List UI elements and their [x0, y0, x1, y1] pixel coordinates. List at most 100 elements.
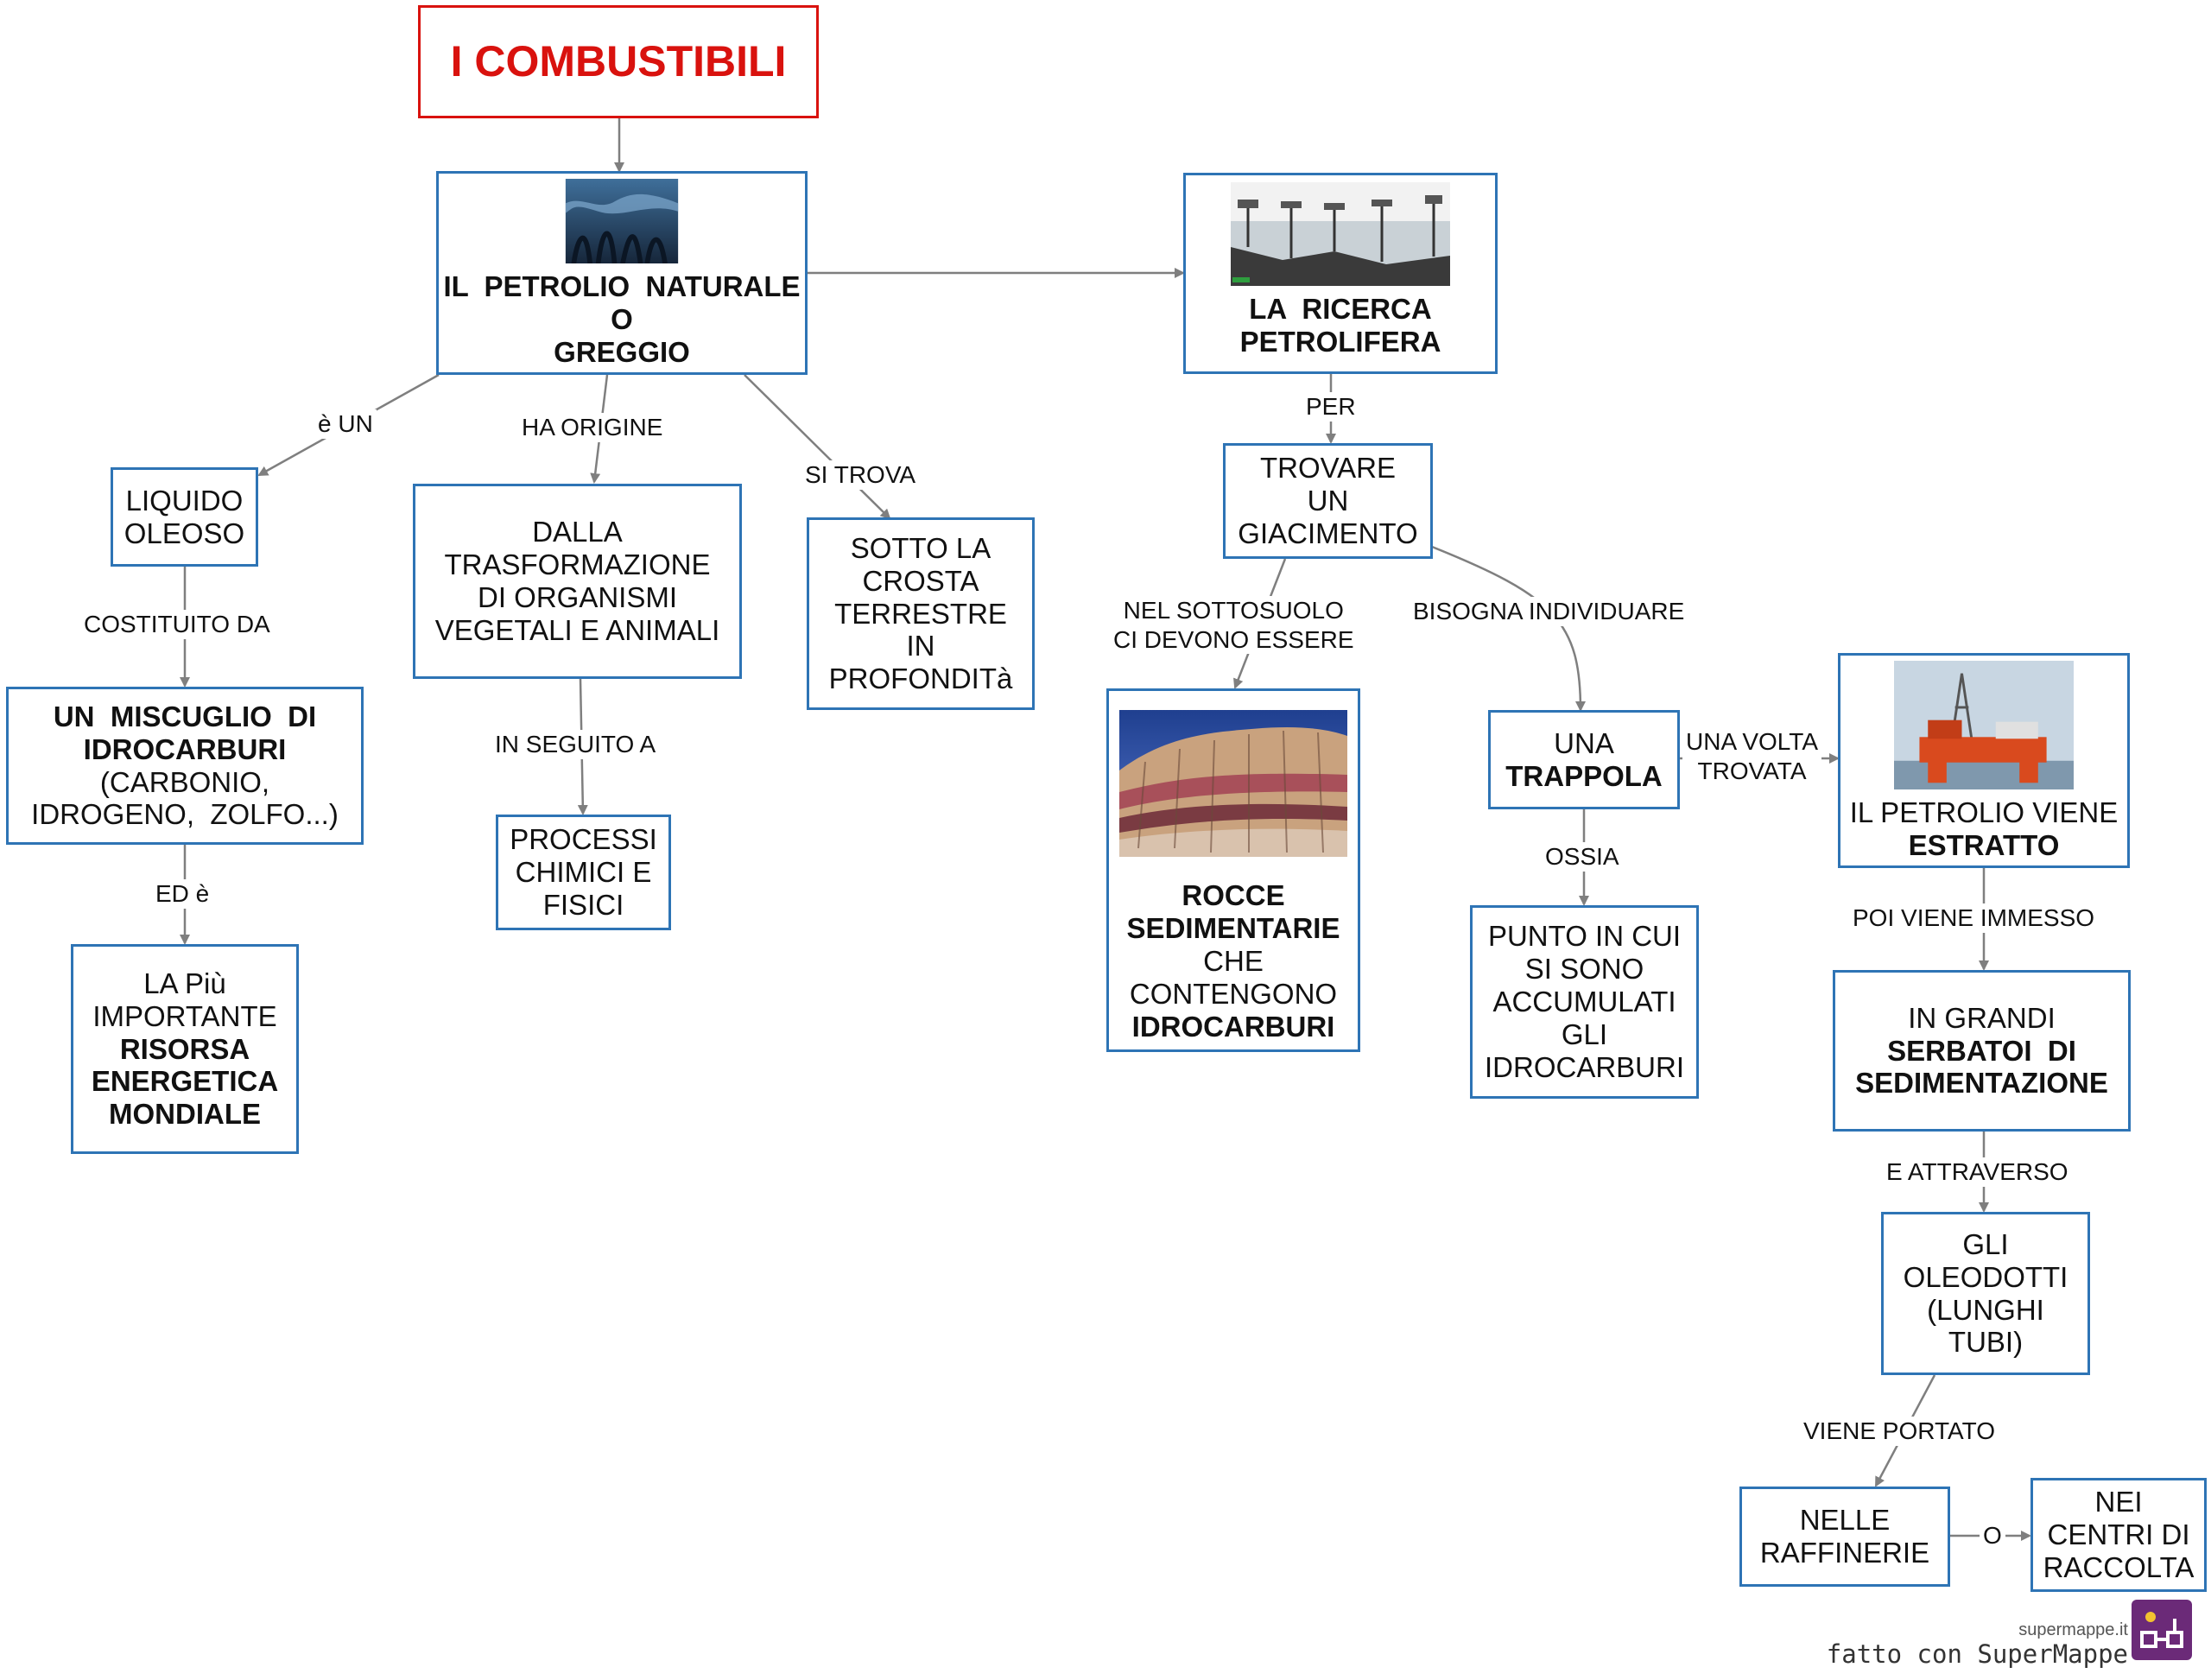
- node-punto: PUNTO IN CUI SI SONO ACCUMULATI GLI IDRO…: [1470, 905, 1699, 1099]
- oleodotti-line3: (LUNGHI: [1927, 1293, 2044, 1326]
- node-estratto: IL PETROLIO VIENE ESTRATTO: [1838, 653, 2130, 868]
- label-e-un: è UN: [314, 409, 377, 439]
- giacimento-line1: TROVARE: [1259, 452, 1397, 485]
- node-ricerca: LA RICERCA PETROLIFERA: [1183, 173, 1498, 374]
- node-processi: PROCESSI CHIMICI E FISICI: [496, 815, 671, 930]
- oil-texture-image: [565, 179, 679, 264]
- crosta-line4: IN: [906, 630, 935, 662]
- estratto-line1: IL PETROLIO VIENE: [1849, 796, 2119, 829]
- node-oleodotti: GLI OLEODOTTI (LUNGHI TUBI): [1881, 1212, 2090, 1375]
- watermark-site: supermappe.it: [2018, 1620, 2128, 1639]
- node-raffinerie: NELLE RAFFINERIE: [1739, 1487, 1950, 1587]
- risorsa-line2: IMPORTANTE: [92, 999, 277, 1032]
- miscuglio-line3: (CARBONIO,: [99, 765, 270, 798]
- supermappe-logo-glyph-icon: [2140, 1612, 2183, 1648]
- label-poi-viene-immesso: POI VIENE IMMESSO: [1849, 903, 2099, 933]
- crosta-line5: PROFONDITà: [828, 662, 1013, 695]
- title-text: I COMBUSTIBILI: [450, 36, 787, 86]
- label-nel-sottosuolo-line1: NEL SOTTOSUOLO: [1123, 597, 1344, 624]
- ricerca-line2: PETROLIFERA: [1239, 325, 1441, 358]
- punto-line4: GLI: [1561, 1018, 1608, 1050]
- trasformazione-line4: VEGETALI E ANIMALI: [434, 613, 720, 646]
- serbatoi-line1: IN GRANDI: [1908, 1001, 2056, 1034]
- node-centri: NEI CENTRI DI RACCOLTA: [2030, 1478, 2207, 1592]
- rocce-line3: CHE: [1203, 944, 1264, 977]
- label-o: O: [1980, 1521, 2005, 1550]
- node-petrolio: IL PETROLIO NATURALE O GREGGIO: [436, 171, 808, 375]
- oleodotti-line4: TUBI): [1948, 1326, 2024, 1359]
- label-una-volta-line1: UNA VOLTA: [1686, 728, 1819, 755]
- node-crosta: SOTTO LA CROSTA TERRESTRE IN PROFONDITà: [807, 517, 1035, 710]
- trasformazione-line2: TRASFORMAZIONE: [444, 548, 711, 581]
- trasformazione-line1: DALLA: [532, 516, 623, 548]
- punto-line1: PUNTO IN CUI: [1487, 920, 1682, 953]
- node-serbatoi: IN GRANDI SERBATOI DI SEDIMENTAZIONE: [1833, 970, 2131, 1132]
- processi-line3: FISICI: [542, 888, 624, 921]
- punto-line5: IDROCARBURI: [1484, 1050, 1685, 1083]
- label-nel-sottosuolo: NEL SOTTOSUOLO CI DEVONO ESSERE: [1110, 596, 1358, 655]
- label-per: PER: [1302, 392, 1359, 422]
- centri-line3: RACCOLTA: [2043, 1550, 2195, 1583]
- punto-line2: SI SONO: [1524, 953, 1644, 986]
- crosta-line1: SOTTO LA: [850, 531, 991, 564]
- label-bisogna-individuare: BISOGNA INDIVIDUARE: [1410, 597, 1688, 626]
- centri-line1: NEI: [2094, 1486, 2143, 1518]
- petrolio-line3: GREGGIO: [554, 336, 690, 369]
- risorsa-line4: ENERGETICA: [91, 1065, 279, 1098]
- risorsa-line5: MONDIALE: [109, 1098, 261, 1131]
- trasformazione-line3: DI ORGANISMI: [477, 581, 678, 613]
- crosta-line2: CROSTA: [862, 564, 979, 597]
- centri-line2: CENTRI DI: [2047, 1518, 2190, 1551]
- node-giacimento: TROVARE UN GIACIMENTO: [1223, 443, 1433, 559]
- estratto-line2: ESTRATTO: [1908, 829, 2060, 862]
- supermappe-logo-icon: [2132, 1600, 2192, 1660]
- liquido-line1: LIQUIDO: [125, 484, 244, 517]
- edge-petrolio-crosta: [744, 374, 891, 520]
- label-una-volta-line2: TROVATA: [1697, 757, 1807, 784]
- node-trappola: UNA TRAPPOLA: [1488, 710, 1680, 809]
- label-ossia: OSSIA: [1542, 842, 1623, 872]
- label-viene-portato: VIENE PORTATO: [1800, 1417, 1999, 1446]
- miscuglio-line4: IDROGENO, ZOLFO...): [31, 798, 339, 831]
- rocce-line2: SEDIMENTARIE: [1126, 911, 1340, 944]
- sedimentary-rocks-image: [1119, 710, 1347, 857]
- ricerca-line1: LA RICERCA: [1249, 293, 1432, 325]
- miscuglio-line2: IDROCARBURI: [83, 732, 287, 765]
- label-ed-e: ED è: [152, 879, 213, 909]
- rocce-line1: ROCCE: [1182, 879, 1285, 911]
- label-e-attraverso: E ATTRAVERSO: [1883, 1157, 2072, 1187]
- risorsa-line1: LA Più: [143, 967, 226, 999]
- node-miscuglio: UN MISCUGLIO DI IDROCARBURI (CARBONIO, I…: [6, 687, 364, 845]
- label-nel-sottosuolo-line2: CI DEVONO ESSERE: [1113, 625, 1354, 653]
- drilling-platform-image: [1894, 661, 2074, 790]
- oleodotti-line2: OLEODOTTI: [1903, 1260, 2068, 1293]
- petrolio-line2: O: [611, 303, 633, 336]
- raffinerie-line1: NELLE: [1799, 1504, 1891, 1537]
- risorsa-line3: RISORSA: [119, 1032, 250, 1065]
- rocce-line5: IDROCARBURI: [1131, 1010, 1335, 1043]
- edge-giacimento-trappola: [1431, 545, 1586, 712]
- rocce-line4: CONTENGONO: [1129, 977, 1338, 1010]
- miscuglio-line1: UN MISCUGLIO DI: [53, 700, 317, 732]
- label-si-trova: SI TROVA: [801, 460, 920, 490]
- label-ha-origine: HA ORIGINE: [518, 413, 667, 442]
- oleodotti-line1: GLI: [1962, 1227, 2009, 1260]
- node-rocce: ROCCE SEDIMENTARIE CHE CONTENGONO IDROCA…: [1106, 688, 1360, 1052]
- label-una-volta-trovata: UNA VOLTA TROVATA: [1682, 727, 1822, 786]
- petrolio-line1: IL PETROLIO NATURALE: [443, 270, 801, 303]
- node-trasformazione: DALLA TRASFORMAZIONE DI ORGANISMI VEGETA…: [413, 484, 742, 679]
- label-in-seguito-a: IN SEGUITO A: [491, 730, 660, 759]
- trappola-line1: UNA: [1554, 726, 1614, 759]
- oil-platforms-diagram-image: [1231, 182, 1450, 286]
- trappola-line2: TRAPPOLA: [1505, 759, 1663, 792]
- giacimento-line2: UN: [1307, 485, 1349, 517]
- crosta-line3: TERRESTRE: [834, 597, 1007, 630]
- punto-line3: ACCUMULATI: [1492, 986, 1676, 1018]
- liquido-line2: OLEOSO: [124, 517, 245, 549]
- serbatoi-line3: SEDIMENTAZIONE: [1855, 1067, 2108, 1100]
- node-liquido: LIQUIDO OLEOSO: [111, 467, 258, 567]
- processi-line1: PROCESSI: [510, 823, 657, 856]
- raffinerie-line2: RAFFINERIE: [1759, 1537, 1930, 1569]
- serbatoi-line2: SERBATOI DI: [1887, 1034, 2076, 1067]
- title-box: I COMBUSTIBILI: [418, 5, 819, 118]
